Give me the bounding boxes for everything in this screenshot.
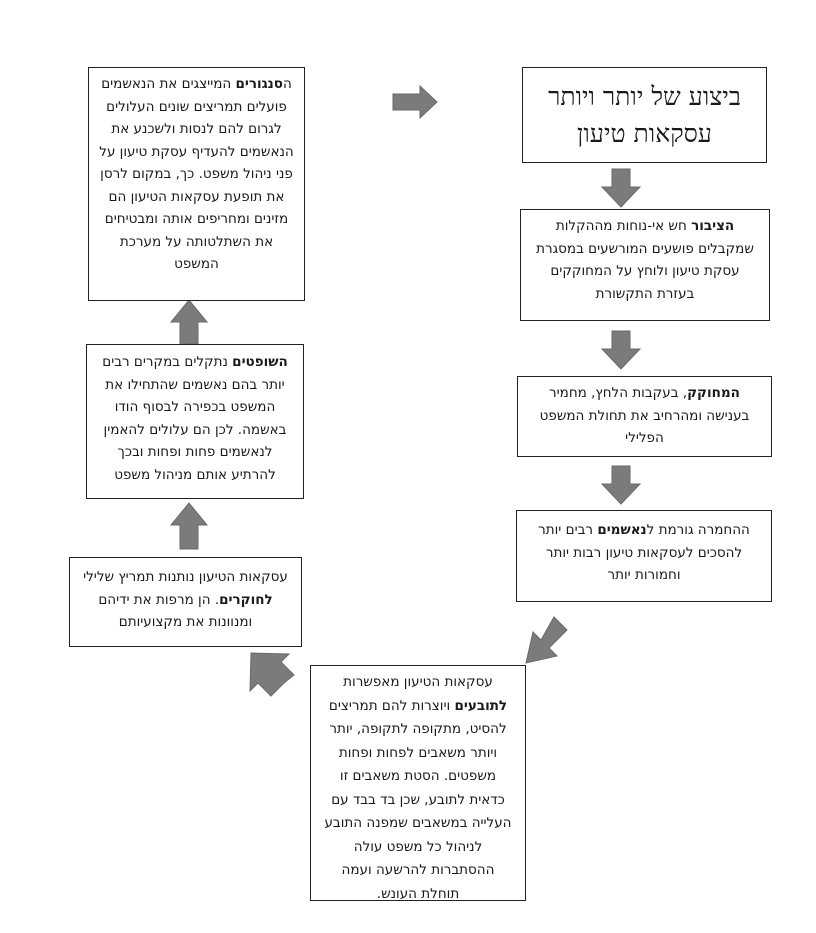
box-investigators: עסקאות הטיעון נותנות תמריץ שלילי לחוקרים… [69, 557, 302, 647]
box-defenders-pre: ה [282, 76, 292, 92]
box-prosecutors-bold: לתובעים [454, 697, 508, 714]
box-accused-bold: נאשמים [597, 522, 647, 538]
box-title-text: ביצוע של יותר ויותר עסקאות טיעון [548, 82, 741, 148]
box-accused-pre: ההחמרה גורמת ל [646, 522, 750, 538]
box-investigators-bold: לחוקרים [219, 591, 273, 608]
box-public-text: חש אי-נוחות מההקלות שמקבלים פושעים המורש… [536, 218, 754, 302]
arrow-down-icon [600, 168, 642, 208]
box-defenders-bold: סנגורים [235, 76, 283, 92]
box-investigators-text: . הן מרפות את ידיהם ומנוונות את מקצועיות… [98, 591, 253, 631]
box-public-bold: הציבור [691, 218, 735, 234]
box-legislator-bold: המחוקק [687, 385, 740, 401]
box-defenders: הסנגורים המייצגים את הנאשמים פועלים תמרי… [88, 67, 305, 301]
box-accused-text: רבים יותר להסכים לעסקאות טיעון רבות יותר… [538, 522, 743, 583]
arrow-down-left-icon [525, 616, 568, 664]
box-judges-bold: השופטים [232, 354, 288, 370]
box-defenders-text: המייצגים את הנאשמים פועלים תמריצים שונים… [99, 76, 294, 272]
box-legislator: המחוקק, בעקבות הלחץ, מחמיר בענישה ומהרחי… [517, 376, 772, 457]
box-investigators-pre: עסקאות הטיעון נותנות תמריץ שלילי [83, 569, 288, 585]
box-title: ביצוע של יותר ויותר עסקאות טיעון [522, 67, 767, 163]
arrow-right-icon [392, 84, 438, 120]
box-accused: ההחמרה גורמת לנאשמים רבים יותר להסכים לע… [516, 510, 772, 602]
box-prosecutors: עסקאות הטיעון מאפשרות לתובעים ויוצרות לה… [310, 665, 526, 902]
arrow-up-left-icon [249, 652, 295, 697]
box-legislator-text: , בעקבות הלחץ, מחמיר בענישה ומהרחיב את ת… [539, 385, 750, 446]
arrow-up-icon [169, 299, 209, 345]
box-judges-text: נתקלים במקרים רבים יותר בהם נאשמים שהתחי… [102, 354, 287, 483]
box-prosecutors-text: ויוצרות להם תמריצים להסיט, מתקופה לתקופה… [324, 697, 512, 902]
box-prosecutors-pre: עסקאות הטיעון מאפשרות [343, 674, 493, 690]
arrow-up-icon [169, 502, 209, 550]
box-judges: השופטים נתקלים במקרים רבים יותר בהם נאשמ… [86, 344, 304, 499]
arrow-down-icon [600, 330, 642, 370]
arrow-down-icon [600, 465, 642, 505]
box-public: הציבור חש אי-נוחות מההקלות שמקבלים פושעי… [520, 209, 770, 321]
